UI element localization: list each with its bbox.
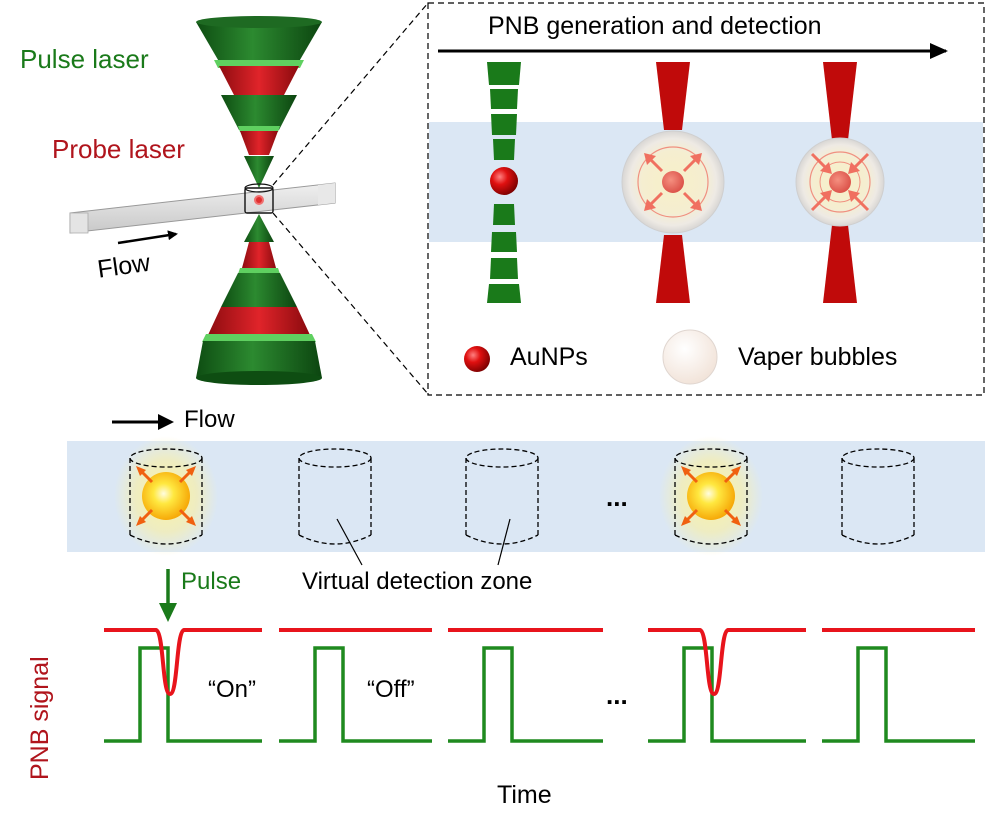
pulse-trace (648, 646, 806, 743)
aunp-particle (490, 167, 518, 195)
zone-ellipsis: ... (606, 482, 628, 512)
detection-zone-on (659, 436, 763, 556)
off-label: “Off” (367, 676, 415, 703)
zone-pointer-2 (497, 518, 511, 566)
pnb-trace (104, 628, 262, 697)
legend-aunps-label: AuNPs (510, 343, 588, 371)
inset-panel (427, 2, 985, 396)
detection-zone-off (298, 448, 372, 545)
probe-beam-collapsing (795, 62, 885, 303)
pulse-laser-label: Pulse laser (20, 44, 149, 74)
signal-traces (104, 628, 975, 743)
signal-segment-on (648, 628, 806, 743)
detection-zones (114, 436, 915, 556)
pulse-beam (487, 62, 521, 303)
x-axis-label: Time (497, 781, 552, 809)
zone-pointer-1 (336, 518, 363, 566)
detection-zone-off (841, 448, 915, 545)
laser-cone-lower (196, 214, 322, 385)
virtual-zone-label: Virtual detection zone (302, 568, 533, 595)
y-axis-label: PNB signal (26, 656, 54, 780)
probe-laser-label: Probe laser (52, 134, 185, 164)
signal-segment-off (448, 628, 603, 743)
laser-cone-upper (196, 16, 322, 188)
signal-segment-on (104, 628, 262, 743)
pnb-trace (648, 628, 806, 697)
signal-segment-off (822, 628, 975, 743)
signal-segment-off (279, 628, 432, 743)
microchannel (67, 441, 985, 552)
flow-channel-3d (69, 182, 336, 234)
on-label: “On” (208, 676, 256, 703)
pulse-trace (448, 646, 603, 743)
pulse-trace (279, 646, 432, 743)
signal-ellipsis: ... (606, 680, 628, 710)
legend-bubble-icon (662, 329, 718, 385)
legend-bubbles-label: Vaper bubbles (738, 343, 898, 371)
pulse-trace (104, 646, 262, 743)
detection-zone-on (114, 436, 218, 556)
detection-zone-off (465, 448, 539, 545)
pulse-trace (822, 646, 975, 743)
flow-arrow-top (117, 230, 178, 245)
flow-label-middle: Flow (184, 406, 235, 433)
pulse-label: Pulse (181, 568, 242, 595)
legend-aunp-icon (464, 346, 490, 372)
inset-title: PNB generation and detection (488, 12, 822, 40)
probe-beam-expanding (621, 62, 725, 303)
